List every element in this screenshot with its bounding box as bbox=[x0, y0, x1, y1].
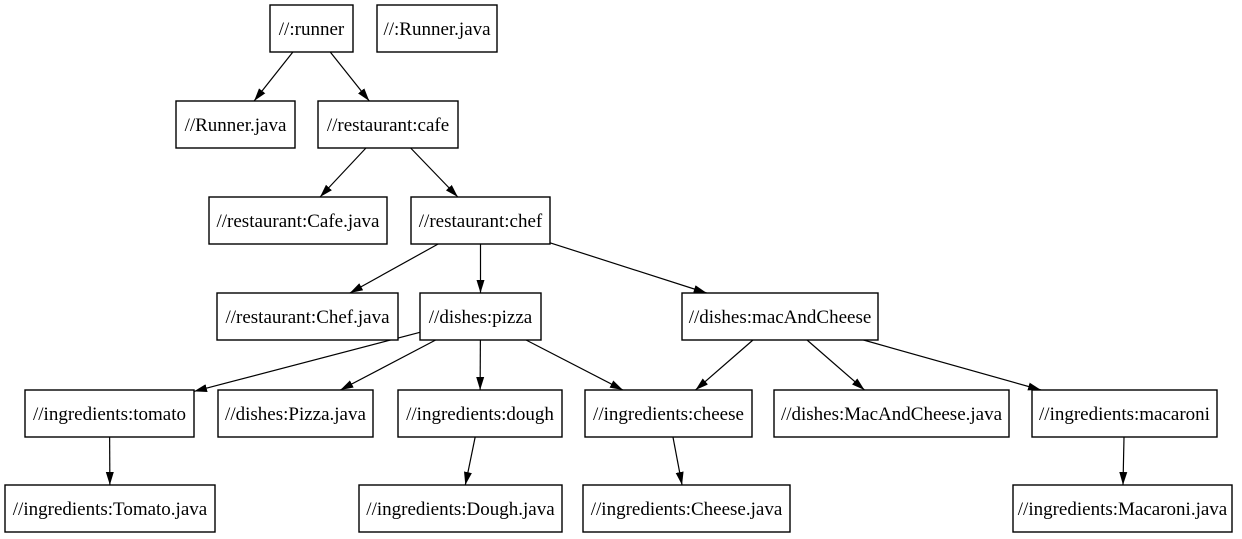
graph-node-runner: //:runner bbox=[269, 4, 354, 53]
graph-node-chef-src: //restaurant:Chef.java bbox=[216, 292, 399, 341]
graph-node-label: //ingredients:Macaroni.java bbox=[1018, 499, 1228, 520]
graph-edge-macaroni-macaroni-src bbox=[1119, 436, 1128, 486]
graph-node-label: //ingredients:tomato bbox=[33, 404, 186, 425]
graph-node-label: //:Runner.java bbox=[383, 19, 491, 40]
graph-node-box bbox=[269, 4, 354, 53]
graph-node-cheese-src: //ingredients:Cheese.java bbox=[582, 484, 791, 533]
graph-node-box bbox=[681, 292, 879, 341]
graph-node-label: //ingredients:Tomato.java bbox=[13, 499, 208, 520]
graph-node-label: //restaurant:cafe bbox=[327, 115, 449, 136]
graph-node-dough-src: //ingredients:Dough.java bbox=[358, 484, 563, 533]
graph-node-runner-file: //:Runner.java bbox=[376, 4, 498, 53]
graph-edge-chef-mac bbox=[549, 242, 707, 294]
graph-node-cheese: //ingredients:cheese bbox=[584, 389, 753, 438]
graph-node-label: //dishes:macAndCheese bbox=[689, 307, 872, 328]
graph-node-box bbox=[1031, 389, 1218, 438]
graph-node-box bbox=[376, 4, 498, 53]
graph-node-box bbox=[317, 100, 459, 149]
graph-node-cafe: //restaurant:cafe bbox=[317, 100, 459, 149]
graph-node-box bbox=[410, 196, 551, 245]
graph-node-box bbox=[584, 389, 753, 438]
graph-node-box bbox=[217, 389, 374, 438]
graph-node-mac: //dishes:macAndCheese bbox=[681, 292, 879, 341]
graph-node-label: //dishes:pizza bbox=[429, 307, 533, 328]
graph-node-box bbox=[208, 196, 388, 245]
graph-node-pizza: //dishes:pizza bbox=[419, 292, 542, 341]
graph-node-label: //:runner bbox=[279, 19, 345, 40]
graph-edge-dough-dough-src bbox=[464, 436, 476, 486]
graph-node-tomato: //ingredients:tomato bbox=[24, 389, 195, 438]
graph-node-box bbox=[1012, 484, 1233, 533]
graph-node-label: //ingredients:macaroni bbox=[1039, 404, 1210, 425]
graph-edge-mac-macaroni bbox=[863, 339, 1042, 391]
graph-node-cafe-src: //restaurant:Cafe.java bbox=[208, 196, 388, 245]
graph-node-pizza-src: //dishes:Pizza.java bbox=[217, 389, 374, 438]
graph-node-dough: //ingredients:dough bbox=[397, 389, 563, 438]
graph-node-box bbox=[358, 484, 563, 533]
graph-node-label: //dishes:MacAndCheese.java bbox=[781, 404, 1003, 425]
graph-edge-runner-cafe bbox=[329, 51, 370, 102]
graph-node-label: //ingredients:Cheese.java bbox=[591, 499, 783, 520]
graph-node-mac-src: //dishes:MacAndCheese.java bbox=[773, 389, 1010, 438]
graph-edge-runner-runner-src bbox=[253, 51, 294, 102]
graph-edge-pizza-tomato bbox=[193, 331, 421, 392]
graph-node-macaroni: //ingredients:macaroni bbox=[1031, 389, 1218, 438]
graph-node-chef: //restaurant:chef bbox=[410, 196, 551, 245]
graph-node-macaroni-src: //ingredients:Macaroni.java bbox=[1012, 484, 1233, 533]
graph-node-label: //restaurant:Chef.java bbox=[225, 307, 390, 328]
graph-node-tomato-src: //ingredients:Tomato.java bbox=[4, 484, 216, 533]
graph-node-label: //restaurant:chef bbox=[419, 211, 543, 232]
edge-layer bbox=[105, 51, 1128, 486]
graph-node-label: //Runner.java bbox=[185, 115, 287, 136]
graph-edge-cafe-chef bbox=[410, 147, 459, 198]
node-layer: //:runner //:Runner.java //Runner.java //re… bbox=[4, 4, 1233, 533]
graph-node-box bbox=[175, 100, 296, 149]
graph-node-label: //ingredients:cheese bbox=[593, 404, 744, 425]
graph-edge-pizza-cheese bbox=[525, 339, 624, 391]
graph-node-box bbox=[419, 292, 542, 341]
graph-node-box bbox=[773, 389, 1010, 438]
graph-node-box bbox=[397, 389, 563, 438]
graph-edge-chef-chef-src bbox=[349, 243, 439, 294]
graph-edge-mac-mac-src bbox=[806, 339, 865, 391]
graph-node-label: //ingredients:Dough.java bbox=[366, 499, 555, 520]
graph-node-box bbox=[216, 292, 399, 341]
graph-node-label: //ingredients:dough bbox=[406, 404, 554, 425]
graph-node-label: //dishes:Pizza.java bbox=[225, 404, 366, 425]
graph-edge-cafe-cafe-src bbox=[319, 147, 367, 198]
graph-node-box bbox=[4, 484, 216, 533]
graph-node-label: //restaurant:Cafe.java bbox=[216, 211, 380, 232]
graph-edge-pizza-pizza-src bbox=[340, 339, 436, 391]
graph-edge-mac-cheese bbox=[695, 339, 754, 391]
graph-node-runner-src: //Runner.java bbox=[175, 100, 296, 149]
graph-edge-cheese-cheese-src bbox=[672, 436, 684, 486]
graph-node-box bbox=[582, 484, 791, 533]
graph-node-box bbox=[24, 389, 195, 438]
